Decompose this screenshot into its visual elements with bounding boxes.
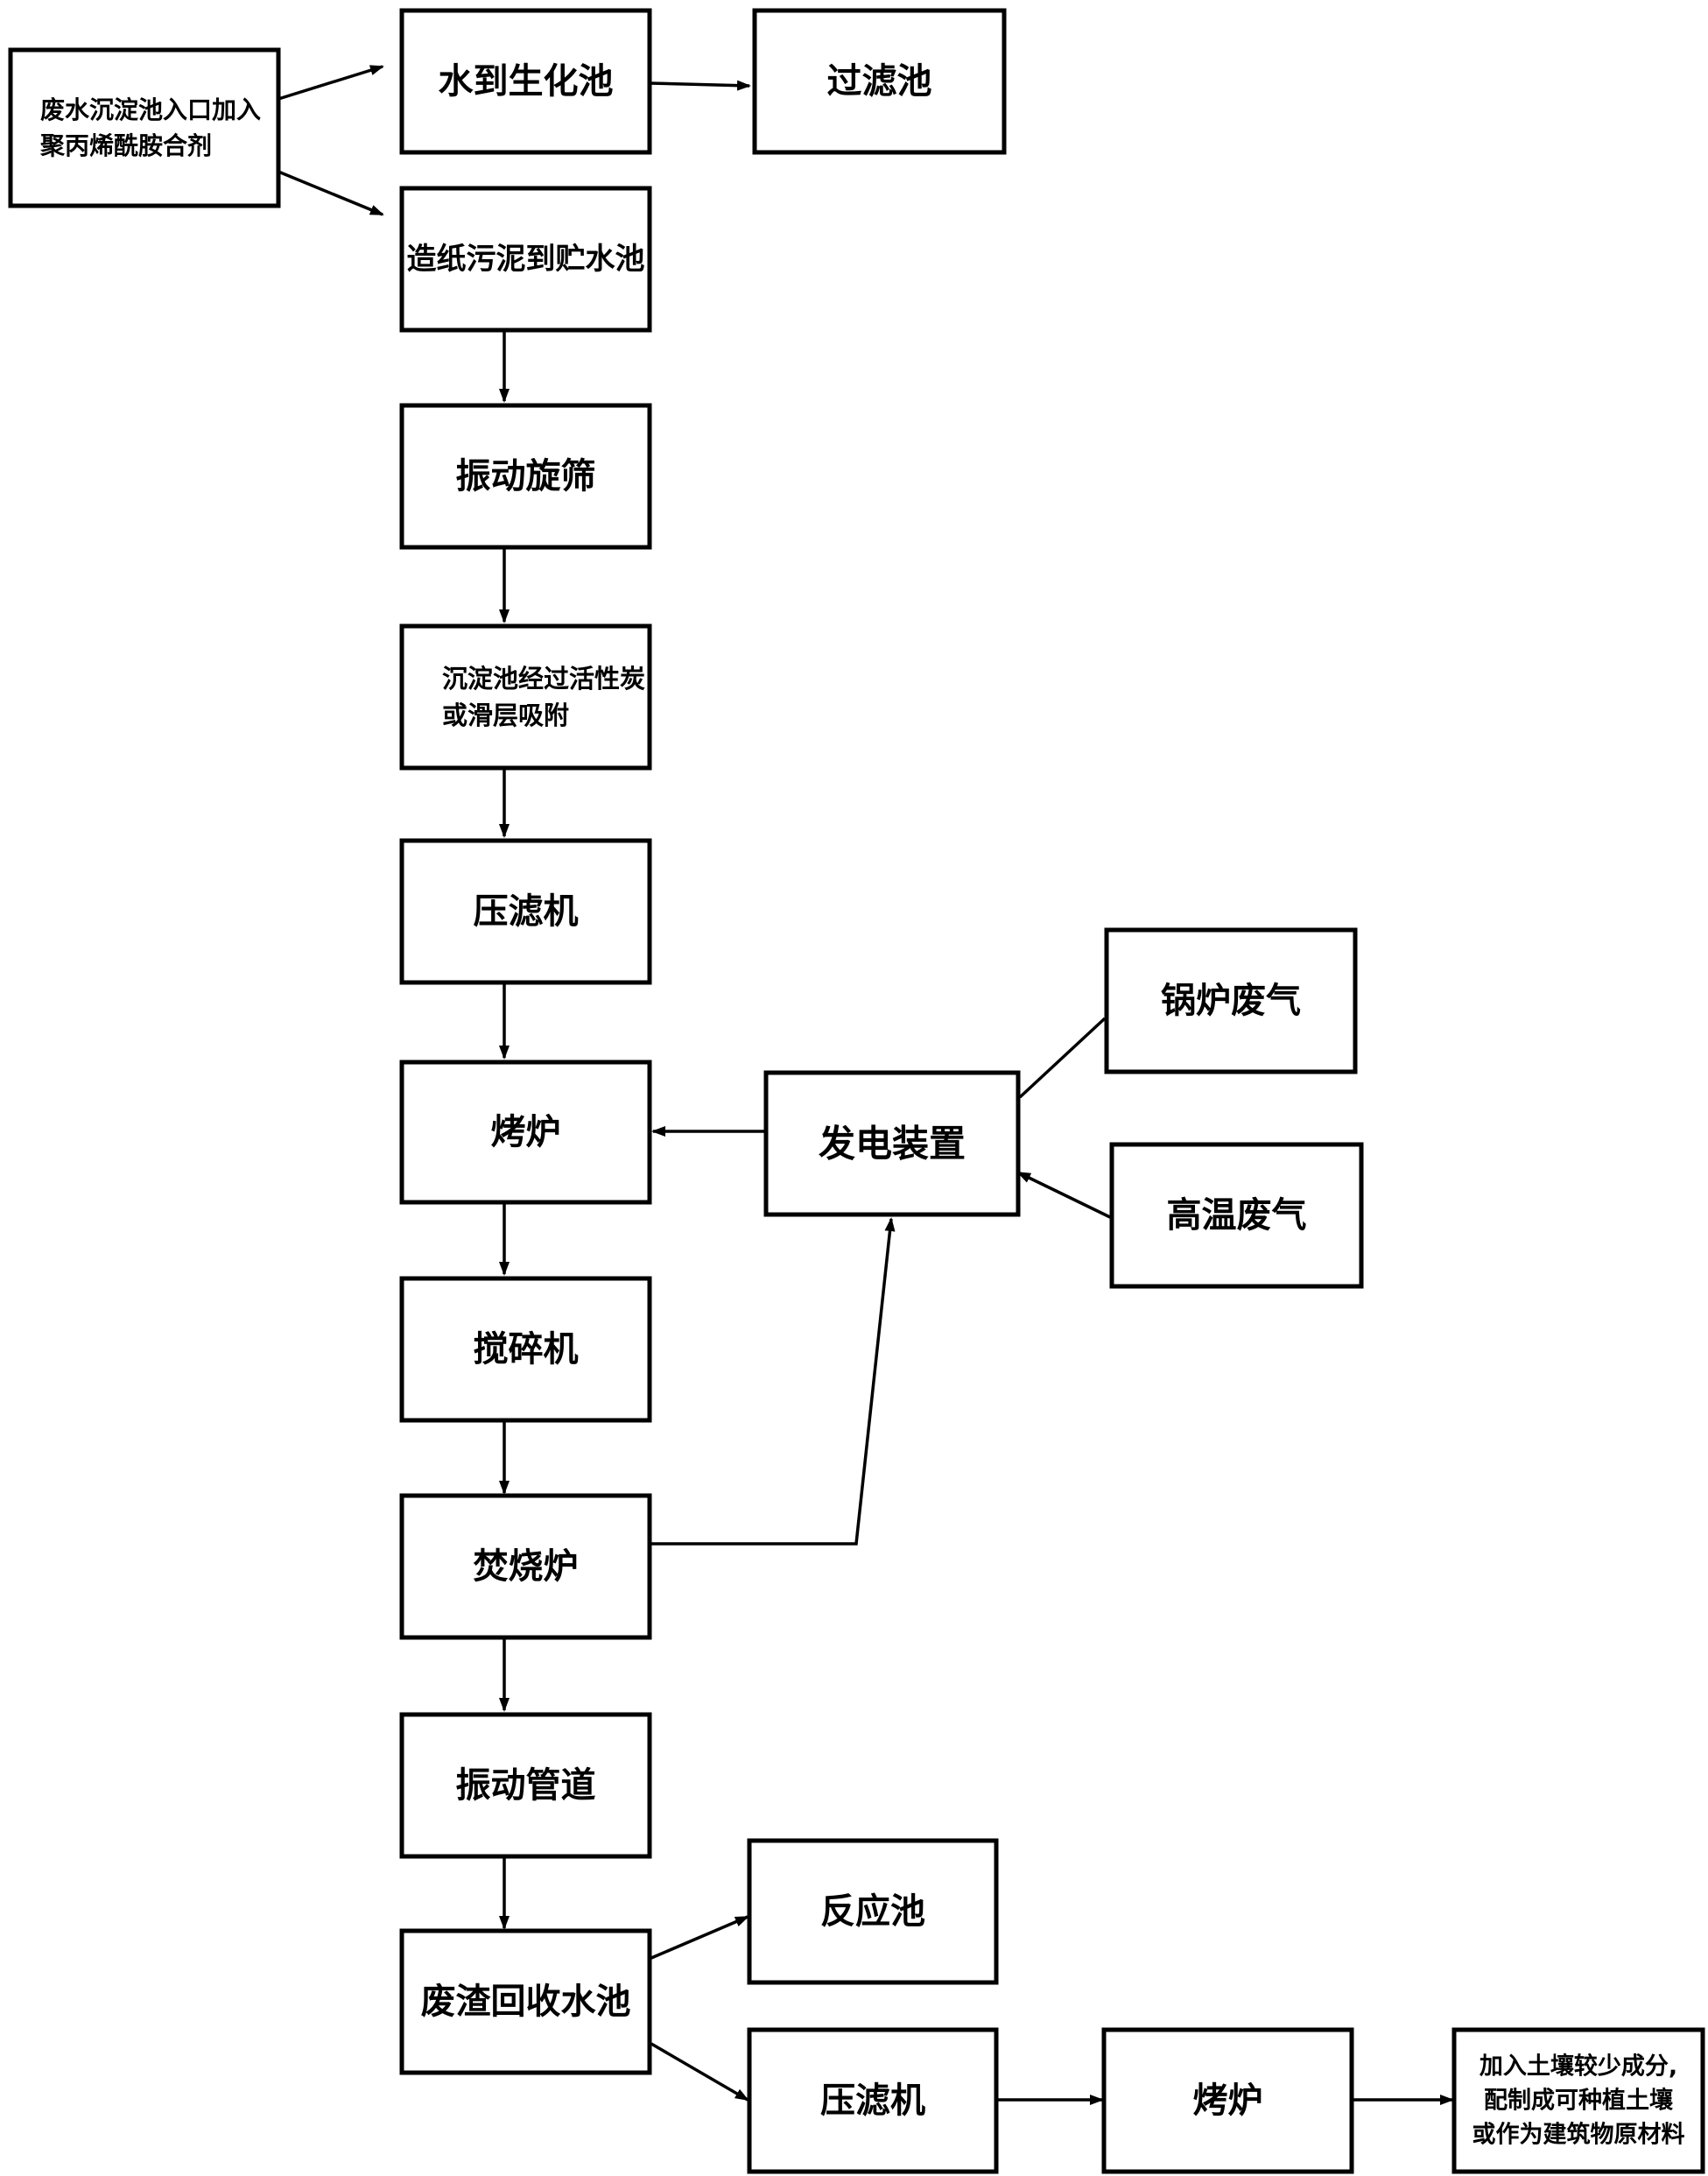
- node-label: 振动管道: [456, 1765, 596, 1806]
- edge-inlet-to-biochem: [278, 65, 384, 101]
- node-label-line: 锅炉废气: [1161, 981, 1301, 1021]
- node-reaction: 反应池: [747, 1838, 999, 1985]
- node-final: 加入土壤较少成分, 配制成可种植土壤或作为建筑物原材料: [1451, 2027, 1705, 2174]
- node-label: 烤炉: [491, 1112, 561, 1152]
- node-label-line: 振动管道: [456, 1765, 596, 1806]
- node-press2: 压滤机: [747, 2027, 999, 2174]
- node-label: 压滤机: [820, 2081, 925, 2121]
- node-label-line: 沉淀池经过活性炭: [442, 664, 645, 694]
- node-label: 焚烧炉: [474, 1546, 579, 1587]
- node-label-line: 配制成可种植土壤: [1484, 2087, 1674, 2115]
- node-settle: 沉淀池经过活性炭或滑层吸附: [399, 623, 652, 771]
- node-hot-gas: 高温废气: [1109, 1142, 1364, 1289]
- node-biochem: 水到生化池: [399, 8, 652, 155]
- edge-recycle-to-press2: [650, 2042, 749, 2102]
- node-label-line: 造纸污泥到贮水池: [407, 242, 645, 277]
- node-label-line: 聚丙烯酰胺合剂: [39, 131, 212, 160]
- node-label-line: 水到生化池: [439, 61, 614, 102]
- node-incinerator: 焚烧炉: [399, 1493, 652, 1640]
- node-filter-tank: 过滤池: [752, 8, 1007, 155]
- node-label-line: 过滤池: [827, 61, 932, 102]
- node-label: 高温废气: [1167, 1195, 1307, 1236]
- node-label: 振动旋筛: [456, 456, 596, 496]
- node-label: 加入土壤较少成分, 配制成可种植土壤或作为建筑物原材料: [1473, 2052, 1685, 2148]
- node-dryer1: 烤炉: [399, 1060, 652, 1205]
- node-label: 锅炉废气: [1161, 981, 1301, 1021]
- node-label-line: 压滤机: [820, 2081, 925, 2121]
- edge-biochem-to-filter-tank: [649, 80, 751, 91]
- node-label-line: 搅碎机: [474, 1329, 579, 1370]
- node-dryer2: 烤炉: [1101, 2027, 1354, 2174]
- node-recycle: 废渣回收水池: [399, 1928, 652, 2075]
- node-label-line: 焚烧炉: [474, 1546, 579, 1587]
- node-label: 搅碎机: [474, 1329, 579, 1370]
- node-label-line: 反应池: [820, 1891, 925, 1932]
- node-label-line: 高温废气: [1167, 1195, 1307, 1236]
- node-label-line: 或作为建筑物原材料: [1473, 2121, 1685, 2149]
- node-label: 废水沉淀池入口加入聚丙烯酰胺合剂: [39, 95, 261, 160]
- node-label-line: 烤炉: [1193, 2081, 1263, 2121]
- node-crusher: 搅碎机: [399, 1276, 652, 1423]
- edge-recycle-to-reaction: [650, 1915, 749, 1960]
- node-boiler-gas: 锅炉废气: [1104, 927, 1358, 1074]
- node-label-line: 发电装置: [819, 1123, 966, 1165]
- node-label-line: 压滤机: [474, 891, 579, 932]
- node-label-line: 废水沉淀池入口加入: [40, 95, 261, 124]
- node-label: 过滤池: [827, 61, 932, 102]
- node-sludge-storage: 造纸污泥到贮水池: [399, 186, 652, 333]
- node-label: 水到生化池: [439, 61, 614, 102]
- node-press1: 压滤机: [399, 838, 652, 985]
- node-label-line: 或滑层吸附: [442, 701, 569, 730]
- node-label: 废渣回收水池: [421, 1982, 631, 2022]
- node-label: 沉淀池经过活性炭或滑层吸附: [442, 664, 645, 730]
- edge-hot-gas-to-power: [1016, 1171, 1111, 1219]
- node-label: 烤炉: [1193, 2081, 1263, 2121]
- node-inlet: 废水沉淀池入口加入聚丙烯酰胺合剂: [8, 47, 281, 208]
- edge-boiler-gas-to-power: [1018, 1017, 1107, 1099]
- edge-inlet-to-sludge-storage: [278, 170, 384, 216]
- node-vib-screen: 振动旋筛: [399, 403, 652, 550]
- edge-incinerator-to-power: [651, 1217, 896, 1546]
- node-power: 发电装置: [763, 1070, 1021, 1217]
- node-label-line: 废渣回收水池: [421, 1982, 631, 2022]
- node-label: 反应池: [820, 1891, 925, 1932]
- node-vib-pipe: 振动管道: [399, 1712, 652, 1859]
- node-label: 造纸污泥到贮水池: [407, 242, 645, 277]
- node-label: 发电装置: [819, 1123, 966, 1165]
- node-label-line: 振动旋筛: [456, 456, 596, 496]
- node-label-line: 加入土壤较少成分,: [1480, 2052, 1677, 2080]
- connectors: [278, 65, 1454, 2105]
- node-label: 压滤机: [474, 891, 579, 932]
- node-label-line: 烤炉: [491, 1112, 561, 1152]
